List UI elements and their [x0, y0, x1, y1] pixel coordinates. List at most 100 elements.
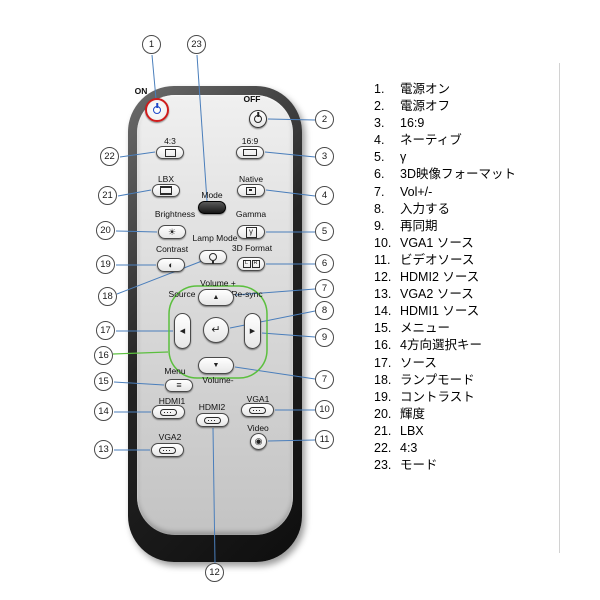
legend-item: 7.Vol+/- [374, 184, 556, 201]
legend-item-label: Vol+/- [400, 184, 433, 199]
label-4-3: 4:3 [164, 136, 176, 146]
callout-16: 16 [94, 346, 113, 365]
hdmi-connector-icon [204, 416, 221, 424]
lbx-button [152, 184, 180, 197]
enter-icon: ↵ [211, 323, 221, 336]
label-volume-plus: Volume + [200, 278, 236, 288]
4-3-screen-icon [164, 148, 176, 157]
callout-22: 22 [100, 147, 119, 166]
enter-button: ↵ [203, 317, 229, 343]
menu-button: ≡ [165, 379, 193, 392]
hdmi2-button [196, 413, 229, 427]
callout-2: 2 [315, 110, 334, 129]
sun-icon: ☀ [167, 226, 177, 237]
callout-21: 21 [98, 186, 117, 205]
power-off-button [249, 110, 267, 128]
left-eye-box-icon: L [242, 260, 251, 268]
legend-item: 16.4方向選択キー [374, 337, 556, 354]
label-video: Video [247, 423, 269, 433]
legend-item: 14.HDMI1 ソース [374, 303, 556, 320]
legend-item-number: 4. [374, 133, 385, 148]
legend-item-label: 4方向選択キー [400, 338, 482, 353]
callout-17: 17 [96, 321, 115, 340]
source-left-arrow-button: ◀ [174, 313, 191, 349]
label-lbx: LBX [157, 174, 175, 184]
lamp-icon [209, 253, 217, 264]
callout-7-volume-plus: 7 [315, 279, 334, 298]
vga2-button [151, 443, 184, 457]
label-vga1: VGA1 [246, 394, 270, 404]
legend-item-number: 8. [374, 201, 385, 216]
up-arrow-icon: ▲ [212, 294, 220, 301]
label-mode: Mode [201, 190, 223, 200]
legend-item-number: 9. [374, 218, 385, 233]
label-3d-format: 3D Format [231, 243, 273, 253]
video-button: ◉ [250, 433, 267, 450]
legend-item: 19.コントラスト [374, 389, 556, 406]
vga-connector-icon [159, 446, 176, 454]
left-arrow-icon: ◀ [179, 327, 186, 335]
power-icon [153, 106, 161, 114]
legend-item: 23.モード [374, 457, 556, 474]
legend-item: 12.HDMI2 ソース [374, 269, 556, 286]
legend-item-number: 5. [374, 150, 385, 165]
resync-right-arrow-button: ▶ [244, 313, 261, 349]
label-gamma: Gamma [235, 209, 267, 219]
legend-item: 6.3D映像フォーマット [374, 166, 556, 183]
callout-13: 13 [94, 440, 113, 459]
callout-5: 5 [315, 222, 334, 241]
label-hdmi1: HDMI1 [158, 396, 186, 406]
hdmi-connector-icon [160, 408, 177, 416]
legend-item-label: HDMI2 ソース [400, 270, 480, 285]
legend-item-number: 15. [374, 321, 392, 336]
down-arrow-icon: ▼ [212, 362, 220, 369]
label-source: Source [168, 289, 196, 299]
legend-item-number: 17. [374, 355, 392, 370]
lamp-mode-button [199, 250, 227, 264]
legend-item-number: 22. [374, 440, 392, 455]
legend-item-number: 20. [374, 406, 392, 421]
legend-item-number: 2. [374, 99, 385, 114]
legend-item: 9.再同期 [374, 218, 556, 235]
callout-7-volume-minus: 7 [315, 370, 334, 389]
legend-item-label: 電源オフ [400, 99, 451, 114]
mode-button [198, 201, 226, 214]
power-on-button [145, 98, 169, 122]
legend-item-number: 21. [374, 423, 392, 438]
legend-item-number: 10. [374, 235, 392, 250]
legend-item-number: 18. [374, 372, 392, 387]
label-16-9: 16:9 [241, 136, 259, 146]
legend-item: 11.ビデオソース [374, 252, 556, 269]
3d-format-button: L R [237, 257, 265, 271]
legend-item-number: 11. [374, 252, 391, 267]
vga-connector-icon [249, 406, 266, 414]
power-icon [254, 115, 262, 123]
label-brightness: Brightness [154, 209, 196, 219]
legend-item: 22.4:3 [374, 440, 556, 457]
callout-3: 3 [315, 147, 334, 166]
label-resync: Re-sync [231, 289, 263, 299]
legend-item: 13.VGA2 ソース [374, 286, 556, 303]
legend-item-number: 3. [374, 116, 385, 131]
video-rca-icon: ◉ [254, 436, 263, 446]
gamma-button: γ [237, 225, 265, 239]
legend-item: 1.電源オン [374, 81, 556, 98]
left-right-3d-icon: L R [242, 260, 260, 268]
legend-item-label: メニュー [400, 321, 451, 336]
brightness-button: ☀ [158, 225, 186, 239]
legend-item-label: 入力する [400, 201, 451, 216]
callout-19: 19 [96, 255, 115, 274]
callout-18: 18 [98, 287, 117, 306]
16-9-screen-icon [243, 149, 257, 156]
callout-8: 8 [315, 301, 334, 320]
callout-6: 6 [315, 254, 334, 273]
callout-11: 11 [315, 430, 334, 449]
contrast-button: ◐ [157, 258, 185, 272]
legend-item-number: 13. [374, 287, 392, 302]
contrast-icon: ◐ [168, 259, 174, 270]
volume-up-arrow-button: ▲ [198, 289, 234, 306]
legend-item-number: 1. [374, 82, 385, 96]
legend-item: 10.VGA1 ソース [374, 235, 556, 252]
legend-item-label: ネーティブ [400, 133, 462, 148]
